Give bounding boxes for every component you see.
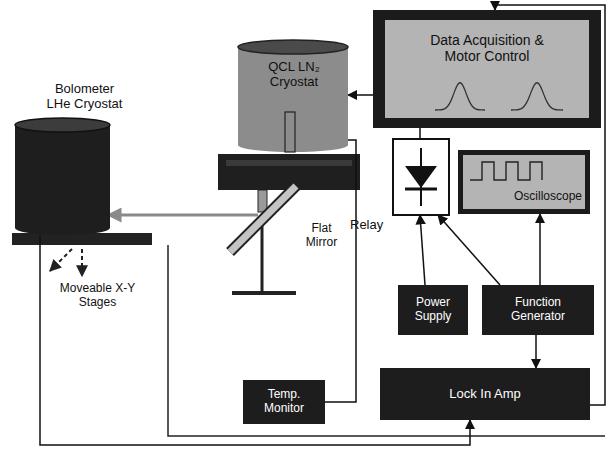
- node-label: Lock In Amp: [449, 387, 521, 402]
- cryostat-cylinder: Bolometer LHe Cryostat: [10, 82, 122, 237]
- cylinder-body: [15, 125, 110, 228]
- flat-mirror: [230, 186, 296, 252]
- part-label: Flat Mirror: [298, 222, 345, 250]
- cylinder-body: [238, 47, 348, 145]
- connector: [539, 214, 541, 285]
- motion-arrow: [81, 249, 83, 276]
- cryostat-mount: [218, 154, 360, 190]
- computer-monitor: Data Acquisition & Motor Control: [373, 10, 601, 128]
- beam-arrow: [108, 214, 258, 217]
- connector: [535, 335, 537, 368]
- cylinder-top: [238, 40, 348, 54]
- node-label: QCL LN₂ Cryostat: [246, 60, 342, 90]
- connector: [325, 140, 356, 402]
- instrument-box: Power Supply: [398, 285, 468, 335]
- node-outline: [458, 150, 590, 214]
- part-label: Moveable X-Y Stages: [55, 282, 140, 310]
- relay-box: Relay: [350, 138, 450, 236]
- mirror-base: [232, 291, 296, 295]
- cylinder-top: [15, 118, 110, 132]
- node-label: Bolometer LHe Cryostat: [42, 82, 127, 112]
- signal-curve: [511, 83, 563, 110]
- cold-finger: [285, 112, 295, 152]
- signal-curve: [435, 83, 485, 110]
- flat-mirror: [230, 186, 296, 252]
- oscilloscope: Oscilloscope: [458, 150, 590, 214]
- relay-shape: [393, 139, 449, 215]
- instrument-box: Temp. Monitor: [243, 380, 325, 424]
- square-wave: [470, 162, 542, 180]
- scope-frame: [458, 150, 590, 214]
- node-label: Power Supply: [404, 296, 462, 324]
- stage-platform: [12, 233, 152, 245]
- instrument-box: Lock In Amp: [380, 368, 590, 420]
- node-label: Data Acquisition & Motor Control: [411, 32, 563, 64]
- node-label: Oscilloscope: [494, 190, 582, 204]
- cryostat-shape: [15, 118, 110, 235]
- node-label: Function Generator: [488, 296, 588, 324]
- cryostat-mount: [226, 160, 352, 166]
- node-label: Temp. Monitor: [249, 388, 319, 416]
- node-label: Relay: [350, 218, 392, 233]
- monitor-frame: [373, 10, 601, 128]
- motion-arrow: [50, 249, 72, 271]
- cryostat-shape: [238, 40, 348, 152]
- connector: [420, 215, 425, 285]
- connector: [438, 215, 500, 285]
- cylinder-base: [238, 138, 348, 152]
- node-outline: [373, 10, 601, 128]
- cylinder-base: [15, 221, 110, 235]
- diode-symbol: [405, 166, 437, 188]
- node-outline: [236, 36, 352, 154]
- cryostat-cylinder: QCL LN₂ Cryostat: [236, 36, 352, 154]
- instrument-box: Function Generator: [482, 285, 594, 335]
